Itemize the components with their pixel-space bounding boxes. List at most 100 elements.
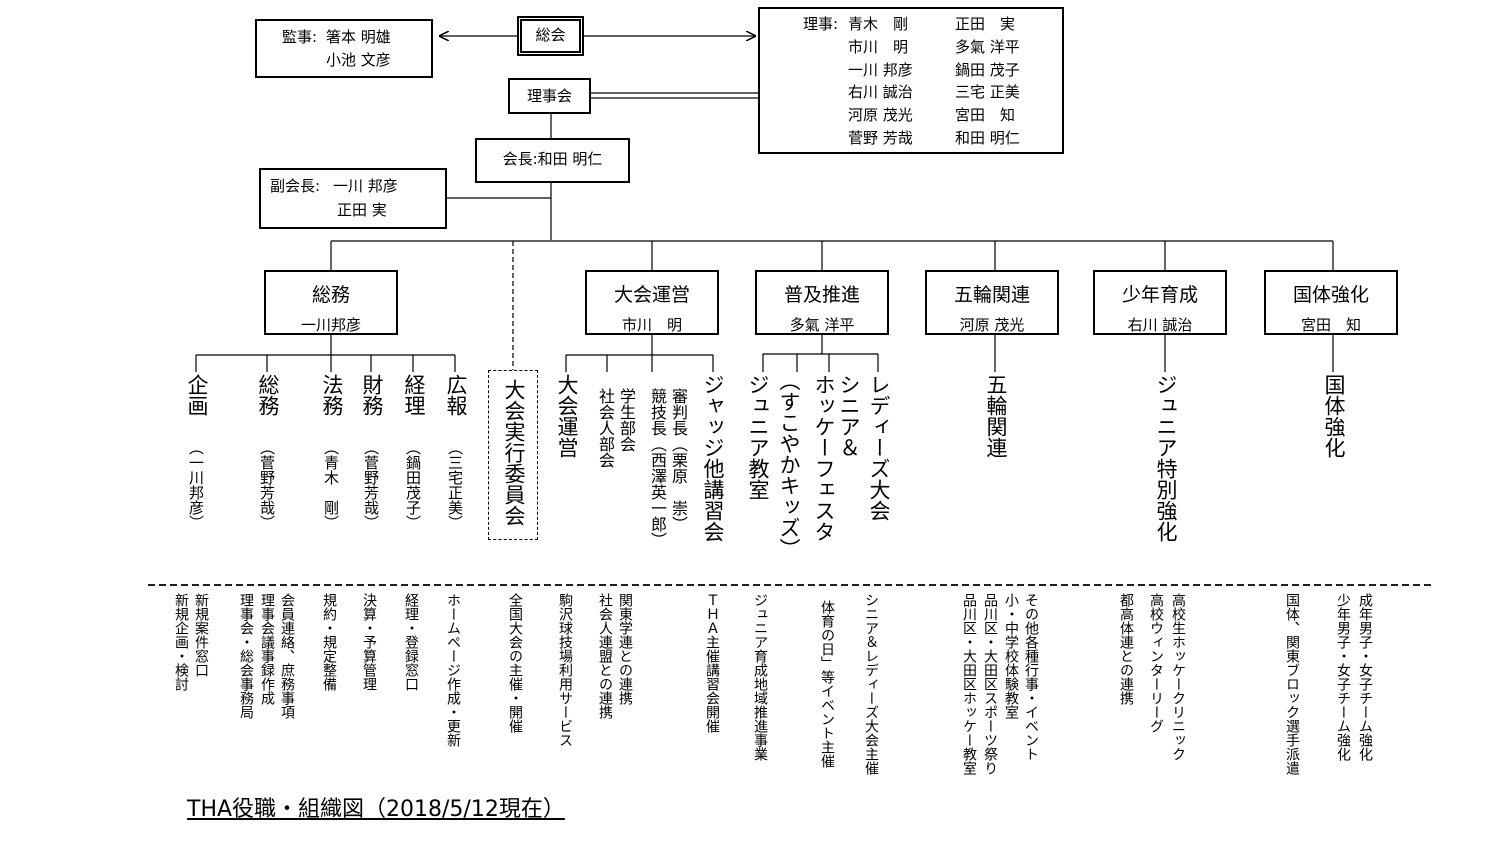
- note-senior: シニア＆レディーズ大会主催: [863, 593, 879, 775]
- note-zaimu: 決算・予算管理: [361, 593, 377, 691]
- director-name: 青木 剛: [848, 15, 909, 33]
- sub-taikai-unei: 大会運営: [555, 374, 579, 458]
- note-gorin-1: その他各種行事・イベント: [1023, 593, 1039, 761]
- sub-gakusei: 学生部会: [617, 388, 636, 452]
- director-name: 和田 明仁: [955, 129, 1020, 147]
- sub-hockey-festa: ホッケーフェスタ: [812, 374, 836, 542]
- note-kanto-2: 社会人連盟との連携: [597, 593, 613, 719]
- directors-box: 理事: 青木 剛 市川 明 一川 邦彦 右川 誠治 河原 茂光 菅野 芳哉 正田…: [758, 7, 1064, 154]
- dept-name: 総務: [311, 284, 350, 306]
- directors-label: 理事:: [803, 15, 839, 33]
- dept-head: 一川邦彦: [300, 316, 361, 334]
- director-name: 多氣 洋平: [955, 38, 1020, 56]
- director-name: 正田 実: [955, 15, 1016, 33]
- chart-caption: THA役職・組織図（2018/5/12現在）: [187, 797, 565, 822]
- note-kanto-1: 関東学連との連携: [617, 593, 633, 705]
- auditor-box: 監事: 箸本 明雄 小池 文彦: [255, 19, 433, 78]
- sub-zaimu-member: （菅野芳哉）: [362, 440, 380, 530]
- sub-gorin: 五輪関連: [984, 374, 1008, 458]
- sub-judge: ジャッジ他講習会: [701, 374, 725, 542]
- vice-president-box: 副会長: 一川 邦彦 正田 実: [259, 168, 447, 229]
- director-name: 河原 茂光: [848, 106, 913, 124]
- note-shonen-2: 高校ウィンターリーグ: [1148, 593, 1164, 733]
- note-somu-3: 理事会・総会事務局: [238, 593, 254, 719]
- sub-kyogi: 競技長（西澤英一郎）: [648, 388, 667, 548]
- dept-head: 宮田 知: [1300, 316, 1361, 334]
- director-name: 鍋田 茂子: [955, 61, 1020, 79]
- director-name: 一川 邦彦: [848, 61, 913, 79]
- note-zenkoku: 全国大会の主催・開催: [507, 593, 523, 733]
- dept-name: 少年育成: [1121, 284, 1198, 306]
- sub-keiri: 経理: [402, 374, 426, 416]
- note-somu-2: 理事会議事録作成: [259, 593, 275, 705]
- note-koho: ホームページ作成・更新: [445, 593, 461, 747]
- dept-gorin-box: 五輪関連 河原 茂光: [925, 270, 1059, 335]
- sub-koho-member: （三宅正美）: [446, 440, 464, 530]
- director-name: 右川 誠治: [848, 83, 913, 101]
- vice-president-label: 副会長:: [270, 177, 321, 195]
- dept-shonen-box: 少年育成 右川 誠治: [1093, 270, 1227, 335]
- note-kikaku-2: 新規企画・検討: [173, 593, 189, 691]
- dept-taikai-box: 大会運営 市川 明: [585, 270, 719, 335]
- note-taiiku: 体育の日」等イベント主催: [819, 600, 835, 768]
- note-kokutai-1: 成年男子・女子チーム強化: [1357, 593, 1373, 761]
- sub-junior-class: ジュニア教室: [746, 374, 770, 500]
- note-kikaku-1: 新規案件窓口: [193, 593, 209, 677]
- executive-committee-box: 大会実行委員会: [488, 370, 538, 540]
- director-name: 三宅 正美: [955, 83, 1020, 101]
- sub-shonen: ジュニア特別強化: [1154, 374, 1178, 542]
- note-gorin-4: 品川区・大田区ホッケー教室: [961, 593, 977, 775]
- executive-committee-label: 大会実行委員会: [502, 379, 526, 526]
- sub-keiri-member: （鍋田茂子）: [404, 440, 422, 530]
- vice-president-name: 一川 邦彦: [333, 177, 398, 195]
- general-assembly-label: 総会: [535, 26, 566, 44]
- note-gorin-2: 小・中学校体験教室: [1003, 593, 1019, 719]
- dept-somu-box: 総務 一川邦彦: [264, 270, 398, 335]
- sub-kikaku: 企画: [185, 374, 209, 416]
- dept-name: 国体強化: [1292, 284, 1369, 306]
- note-kokutai-3: 国体、関東ブロック選手派遣: [1284, 593, 1300, 775]
- dept-name: 普及推進: [783, 284, 860, 306]
- note-kokutai-2: 少年男子・女子チーム強化: [1335, 593, 1351, 761]
- auditor-name-2: 小池 文彦: [326, 51, 391, 69]
- sub-koho: 広報: [444, 374, 468, 416]
- sub-zaimu: 財務: [360, 374, 384, 416]
- sub-ladies: レディーズ大会: [867, 374, 891, 521]
- dept-head: 多氣 洋平: [789, 316, 855, 334]
- sub-shinpan: 審判長（栗原 崇）: [669, 388, 688, 532]
- note-shonen-1: 高校生ホッケークリニック: [1170, 593, 1186, 761]
- dept-head: 河原 茂光: [959, 316, 1025, 334]
- dept-kokutai-box: 国体強化 宮田 知: [1264, 270, 1398, 335]
- director-name: 市川 明: [848, 38, 909, 56]
- director-name: 宮田 知: [955, 106, 1016, 124]
- board-box: 理事会: [508, 78, 591, 114]
- note-gorin-3: 品川区・大田区スポーツ祭り: [982, 593, 998, 775]
- note-tha: ＴＨＡ主催講習会開催: [704, 593, 720, 733]
- sub-homu: 法務: [320, 374, 344, 416]
- dept-head: 右川 誠治: [1127, 316, 1193, 334]
- sub-kokutai: 国体強化: [1322, 374, 1346, 458]
- director-name: 菅野 芳哉: [848, 129, 913, 147]
- sub-kikaku-member: （一川邦彦）: [187, 440, 205, 530]
- dept-name: 五輪関連: [953, 284, 1030, 306]
- sub-somu: 総務: [256, 374, 280, 416]
- auditor-label: 監事:: [282, 28, 318, 46]
- note-homu: 規約・規定整備: [321, 593, 337, 691]
- note-komazawa: 駒沢球技場利用サービス: [557, 593, 573, 747]
- sub-sukoyaka: （すこやかキッズ）: [777, 370, 801, 559]
- note-keiri: 経理・登録窓口: [403, 593, 419, 691]
- dept-name: 大会運営: [613, 284, 690, 306]
- note-shonen-3: 都高体連との連携: [1118, 593, 1134, 705]
- sub-shakaijin: 社会人部会: [596, 388, 615, 468]
- note-somu-1: 会員連絡、庶務事項: [279, 593, 295, 719]
- note-junior: ジュニア育成地域推進事業: [752, 593, 768, 761]
- vice-president-name: 正田 実: [337, 201, 387, 219]
- sub-homu-member: （青木 剛）: [322, 440, 340, 530]
- sub-senior: シニア＆: [837, 374, 861, 458]
- auditor-name-1: 箸本 明雄: [326, 28, 391, 46]
- president-label: 会長:和田 明仁: [502, 150, 603, 168]
- president-box: 会長:和田 明仁: [475, 138, 630, 183]
- board-label: 理事会: [526, 87, 572, 105]
- sub-somu-member: （菅野芳哉）: [258, 440, 276, 530]
